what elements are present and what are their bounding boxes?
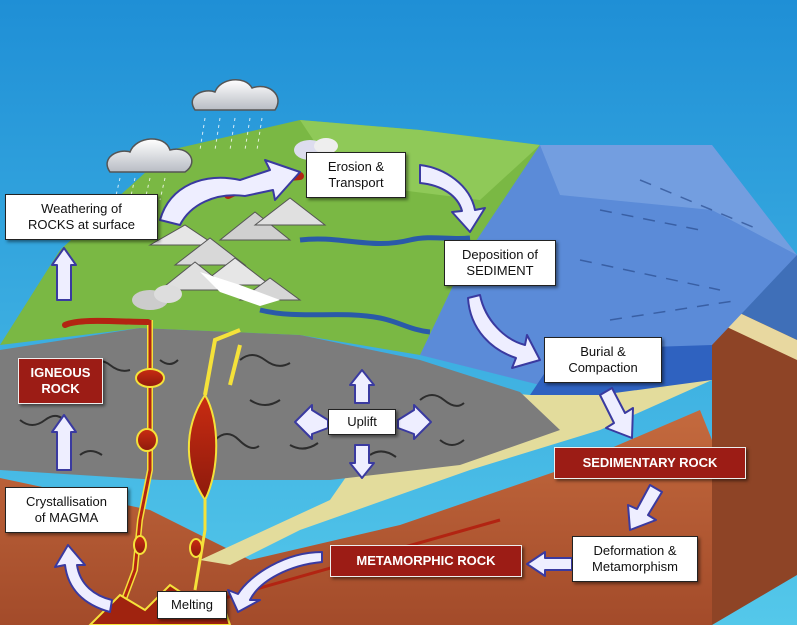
cycle-arrows	[51, 159, 663, 613]
arrow-deformation-to-metamorphic	[526, 551, 573, 577]
glacier	[200, 272, 280, 306]
uplift-arrow-up	[349, 369, 375, 404]
sea-shallow	[540, 145, 797, 255]
river-lower	[259, 307, 431, 335]
mountain-range	[148, 197, 327, 301]
crystallisation-label: Crystallisation of MAGMA	[5, 487, 128, 533]
sea-current-lines	[579, 179, 761, 321]
melting-label: Melting	[157, 591, 227, 619]
land-highlight	[300, 120, 540, 200]
arrow-deposition-to-burial	[467, 294, 541, 369]
deposition-label: Deposition of SEDIMENT	[444, 240, 556, 286]
rain-cloud-left	[106, 138, 193, 201]
arrow-erosion-to-deposition	[419, 164, 486, 233]
arrow-sedimentary-to-deformation	[627, 484, 663, 531]
crust-layer	[0, 410, 712, 625]
weathering-label: Weathering of ROCKS at surface	[5, 194, 158, 240]
deformation-metamorphism-label: Deformation & Metamorphism	[572, 536, 698, 582]
arrow-up-crystallisation-igneous	[51, 414, 77, 471]
rain-cloud-right	[191, 79, 279, 151]
arrow-burial-to-sedimentary	[599, 387, 634, 439]
arrow-melting-to-crystallisation	[54, 544, 113, 613]
uplift-label: Uplift	[328, 409, 396, 435]
arrow-crystallisation-to-weathering	[51, 247, 77, 301]
sedimentary-rock-label: SEDIMENTARY ROCK	[554, 447, 746, 479]
erosion-transport-label: Erosion & Transport	[306, 152, 406, 198]
uplift-arrow-down	[349, 444, 375, 479]
arrow-metamorphic-to-melting	[227, 551, 323, 613]
burial-compaction-label: Burial & Compaction	[544, 337, 662, 383]
river	[299, 235, 471, 247]
uplift-arrow-right	[397, 404, 432, 440]
metamorphic-rock-label: METAMORPHIC ROCK	[330, 545, 522, 577]
igneous-rock-label: IGNEOUS ROCK	[18, 358, 103, 404]
arrow-weathering-to-erosion	[159, 159, 301, 226]
lava-flow-left	[62, 317, 151, 328]
uplift-arrow-left	[294, 404, 329, 440]
